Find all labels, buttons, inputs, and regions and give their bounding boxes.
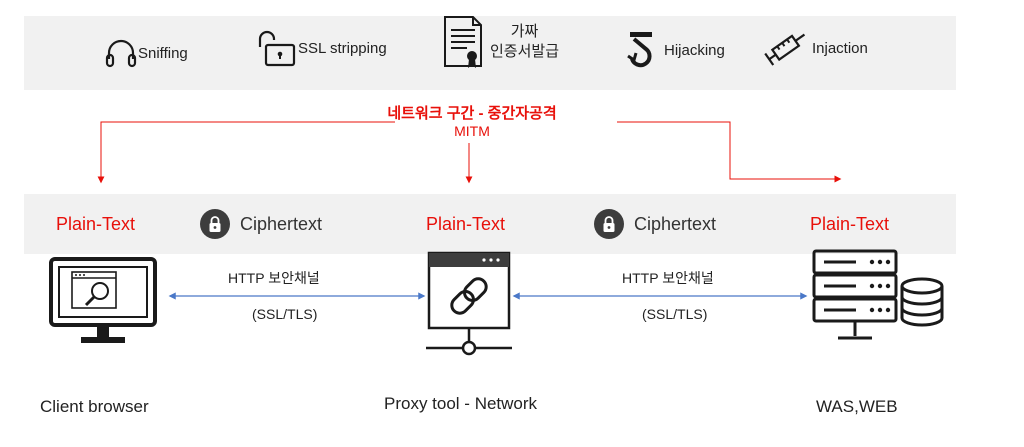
- attack-label: SSL stripping: [298, 39, 387, 57]
- attack-injection: Injaction: [762, 28, 868, 68]
- attack-label-line2: 인증서발급: [490, 43, 560, 60]
- mitm-title: 네트워크 구간 - 중간자공격: [387, 105, 557, 122]
- mitm-arrow-left: [97, 121, 395, 184]
- attack-label: Injaction: [812, 39, 868, 57]
- attack-label-line1: 가짜: [510, 23, 539, 40]
- node-label-client: Client browser: [40, 397, 149, 416]
- channel-left-line1: HTTP 보안채널: [228, 270, 320, 286]
- ciphertext-label: Ciphertext: [240, 213, 323, 234]
- node-label-server: WAS,WEB: [816, 397, 898, 416]
- attack-ssl-stripping: SSL stripping: [254, 28, 387, 68]
- encryption-band: [24, 194, 956, 254]
- proxy-link-window-icon: [426, 251, 512, 356]
- certificate-icon: [444, 16, 482, 68]
- attack-types-band: Sniffing SSL stripping 가짜 인증서발급: [24, 16, 956, 90]
- channel-right-line1: HTTP 보안채널: [622, 270, 714, 286]
- attack-label: Hijacking: [664, 41, 725, 59]
- attack-label: Sniffing: [138, 44, 188, 62]
- node-label-proxy: Proxy tool - Network: [384, 394, 538, 413]
- channel-right-line2: (SSL/TLS): [642, 306, 708, 322]
- client-browser-monitor-icon: [49, 257, 157, 343]
- plaintext-label-proxy: Plain-Text: [426, 214, 506, 234]
- attack-fake-certificate: 가짜 인증서발급: [442, 16, 560, 68]
- plaintext-label-client: Plain-Text: [56, 214, 136, 234]
- mitm-arrow-right: [617, 121, 842, 183]
- ciphertext-label: Ciphertext: [634, 213, 717, 234]
- syringe-icon: [764, 33, 806, 66]
- ciphertext-right: Ciphertext: [594, 209, 716, 239]
- mitm-subtitle: MITM: [454, 123, 490, 139]
- lock-icon: [200, 209, 230, 239]
- plaintext-label-server: Plain-Text: [810, 214, 890, 234]
- channel-left-line2: (SSL/TLS): [252, 306, 318, 322]
- lock-icon: [594, 209, 624, 239]
- headphones-icon: [105, 39, 137, 68]
- server-database-icon: [812, 249, 944, 340]
- ciphertext-left: Ciphertext: [200, 209, 322, 239]
- attack-hijacking: Hijacking: [624, 30, 725, 70]
- unlocked-padlock-icon: [258, 30, 296, 67]
- hook-icon: [627, 32, 652, 68]
- attack-sniffing: Sniffing: [104, 33, 188, 73]
